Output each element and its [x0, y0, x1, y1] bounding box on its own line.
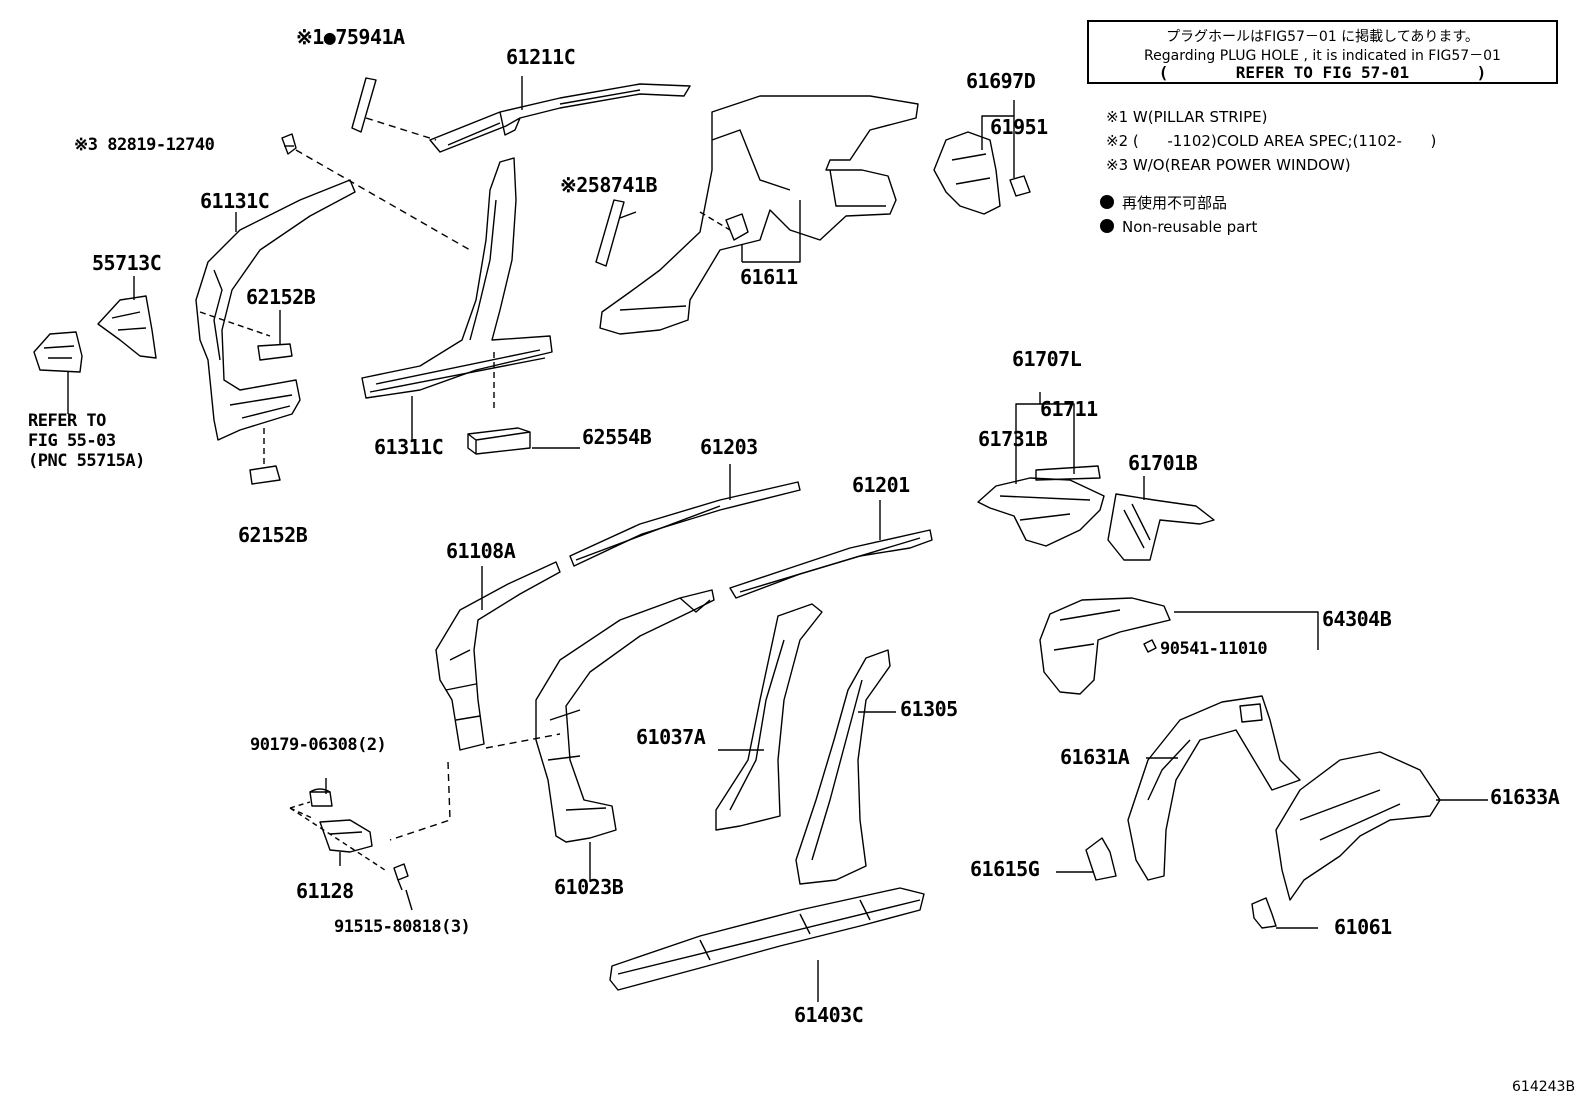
callout-90179-06308[interactable]: 90179-06308(2) [250, 735, 387, 755]
part-90541-11010-bolt [1143, 639, 1157, 653]
part-61701B [1107, 493, 1215, 561]
callout-61203[interactable]: 61203 [700, 435, 758, 459]
callout-91515-80818[interactable]: 91515-80818(3) [334, 917, 471, 937]
figure-id: 614243B [1512, 1079, 1576, 1095]
callout-61701B[interactable]: 61701B [1128, 451, 1198, 475]
footnote-2: ※2 ( -1102)COLD AREA SPEC;(1102- ) [1106, 132, 1437, 150]
part-62152B-pad-lower [249, 465, 281, 485]
plug-hole-note-box: プラグホールはFIG57－01 に掲載してあります。 Regarding PLU… [1087, 20, 1558, 84]
callout-61108A[interactable]: 61108A [446, 539, 516, 563]
refer-fig-55-03-line3: (PNC 55715A) [28, 451, 145, 471]
plug-hole-note-en: Regarding PLUG HOLE , it is indicated in… [1144, 48, 1501, 64]
part-61697D [933, 131, 1001, 215]
part-90179-06308 [309, 788, 333, 807]
part-61201 [729, 529, 933, 599]
part-61131C [195, 179, 356, 441]
callout-61305[interactable]: 61305 [900, 697, 958, 721]
legend-jp: 再使用不可部品 [1100, 194, 1227, 212]
callout-62554B[interactable]: 62554B [582, 425, 652, 449]
footnote-1: ※1 W(PILLAR STRIPE) [1106, 108, 1268, 126]
part-61128 [319, 819, 373, 853]
part-55715A-ref [33, 331, 83, 373]
callout-61037A[interactable]: 61037A [636, 725, 706, 749]
legend-jp-text: 再使用不可部品 [1122, 194, 1228, 212]
non-reusable-dot-icon [1100, 219, 1114, 233]
part-61023B-pillar [535, 589, 715, 843]
callout-62152B-lower[interactable]: 62152B [238, 523, 308, 547]
plug-hole-refer: ( REFER TO FIG 57-01 ) [1089, 63, 1556, 82]
refer-fig-link[interactable]: REFER TO FIG 57-01 [1235, 63, 1410, 82]
refer-close-paren: ) [1476, 63, 1487, 82]
callout-61711[interactable]: 61711 [1040, 397, 1098, 421]
part-62152B-pad-upper [257, 343, 293, 361]
refer-open-paren: ( [1158, 63, 1169, 82]
callout-61023B[interactable]: 61023B [554, 875, 624, 899]
legend-en: Non-reusable part [1100, 218, 1257, 236]
callout-61211C[interactable]: 61211C [506, 45, 576, 69]
legend-en-text: Non-reusable part [1122, 218, 1258, 236]
part-61108A [435, 561, 561, 751]
part-61037A [715, 603, 823, 831]
callout-61633A[interactable]: 61633A [1490, 785, 1560, 809]
callout-61707L[interactable]: 61707L [1012, 347, 1082, 371]
callout-90541-11010[interactable]: 90541-11010 [1160, 639, 1268, 659]
refer-fig-55-03-line2[interactable]: FIG 55-03 [28, 431, 116, 451]
part-61211C [429, 83, 691, 153]
part-61951 [1009, 175, 1031, 197]
callout-61311C[interactable]: 61311C [374, 435, 444, 459]
callout-61615G[interactable]: 61615G [970, 857, 1040, 881]
part-61061 [1251, 897, 1277, 929]
part-61403C [609, 887, 925, 991]
callout-61697D[interactable]: 61697D [966, 69, 1036, 93]
callout-75941A[interactable]: ※1●75941A [296, 25, 405, 49]
part-61305 [795, 649, 891, 885]
part-82819-12740 [281, 133, 297, 155]
part-61633A [1275, 751, 1441, 901]
part-61611-small [725, 213, 749, 241]
non-reusable-dot-icon [1100, 195, 1114, 209]
part-58741B [595, 199, 625, 267]
callout-61951[interactable]: 61951 [990, 115, 1048, 139]
refer-fig-55-03-line1: REFER TO [28, 411, 106, 431]
callout-61631A[interactable]: 61631A [1060, 745, 1130, 769]
part-quarter-panel [599, 95, 919, 335]
callout-61611[interactable]: 61611 [740, 265, 798, 289]
callout-61061[interactable]: 61061 [1334, 915, 1392, 939]
callout-82819-12740[interactable]: ※3 82819-12740 [74, 135, 215, 155]
callout-58741B[interactable]: ※258741B [560, 173, 658, 197]
part-61311C [361, 157, 553, 399]
part-75941A [351, 77, 377, 133]
plug-hole-note-jp: プラグホールはFIG57－01 に掲載してあります。 [1166, 29, 1479, 45]
footnote-3: ※3 W/O(REAR POWER WINDOW) [1106, 156, 1351, 174]
callout-55713C[interactable]: 55713C [92, 251, 162, 275]
callout-61731B[interactable]: 61731B [978, 427, 1048, 451]
callout-62152B-upper[interactable]: 62152B [246, 285, 316, 309]
part-61731B [977, 477, 1105, 547]
callout-61201[interactable]: 61201 [852, 473, 910, 497]
part-62554B [467, 427, 531, 455]
part-61203 [569, 481, 801, 567]
callout-61131C[interactable]: 61131C [200, 189, 270, 213]
callout-61403C[interactable]: 61403C [794, 1003, 864, 1027]
callout-61128[interactable]: 61128 [296, 879, 354, 903]
part-61615G [1085, 837, 1117, 881]
callout-64304B[interactable]: 64304B [1322, 607, 1392, 631]
part-55713C [97, 295, 157, 359]
part-64304B [1039, 597, 1171, 695]
part-61711 [1035, 465, 1101, 481]
part-91515-80818 [393, 863, 409, 891]
part-61631A [1127, 695, 1301, 881]
